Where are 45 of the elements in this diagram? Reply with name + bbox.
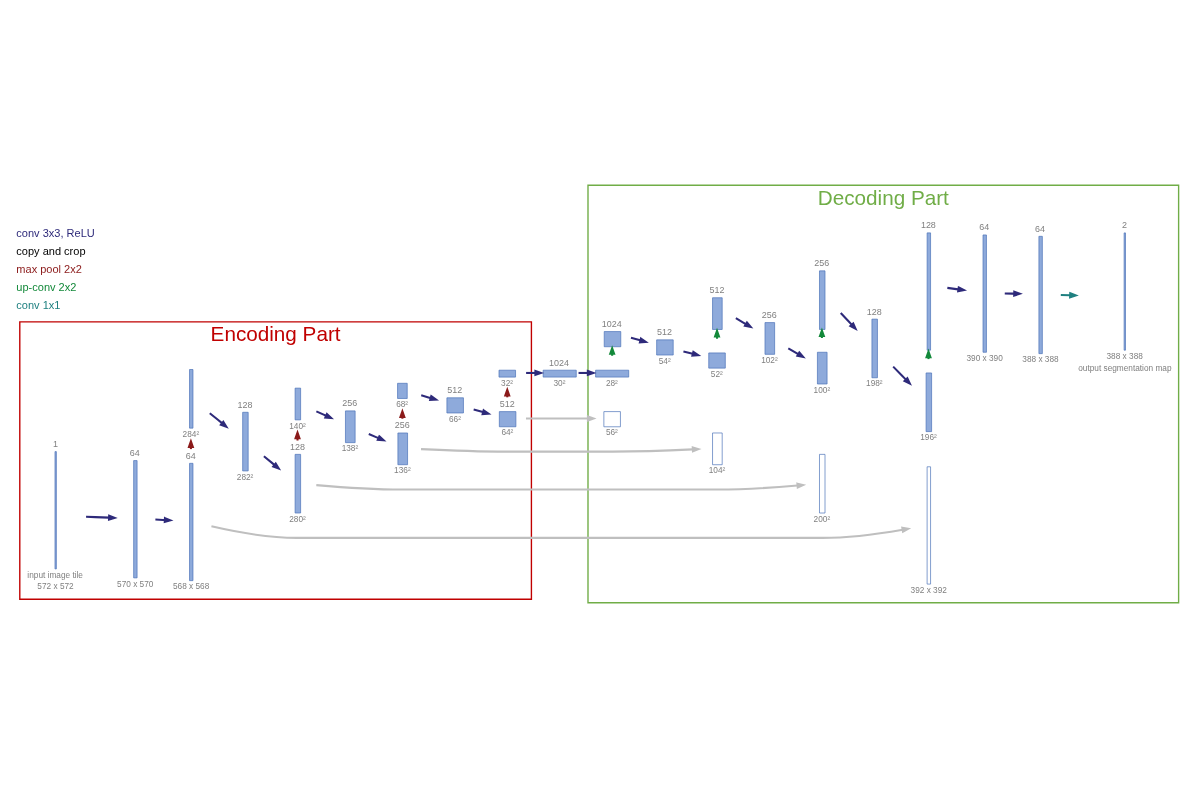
arrow xyxy=(892,365,912,386)
node-label: 1024 xyxy=(601,319,622,329)
arrow xyxy=(787,347,806,359)
arrow xyxy=(316,482,807,491)
arrow xyxy=(1004,290,1023,298)
arrow xyxy=(211,525,912,539)
arrow xyxy=(86,514,118,521)
arrow xyxy=(526,415,597,422)
node-label: 64 xyxy=(979,222,990,233)
arrow xyxy=(263,455,282,471)
arrow xyxy=(420,394,440,402)
node-label: 256 xyxy=(761,310,777,321)
legend-label: copy and crop xyxy=(16,244,86,257)
node-label: 64 xyxy=(1035,223,1046,234)
node-label: 512 xyxy=(656,327,672,338)
node-label: 512 xyxy=(709,285,725,296)
node-label: 2 xyxy=(1122,220,1128,231)
node-label: 256 xyxy=(394,420,410,431)
legend-label: max pool 2x2 xyxy=(16,262,82,275)
arrow xyxy=(947,285,968,293)
arrow xyxy=(473,408,492,416)
node-label: 64 xyxy=(129,448,140,459)
node-label: 256 xyxy=(814,258,830,269)
arrow xyxy=(630,336,649,344)
node-label: 128 xyxy=(920,220,936,231)
legend-label: conv 1x1 xyxy=(16,298,61,311)
arrow xyxy=(683,350,702,357)
node-label: 1024 xyxy=(549,357,569,368)
legend-label: up-conv 2x2 xyxy=(16,280,77,293)
node-label: 1 xyxy=(52,439,58,450)
arrow xyxy=(840,312,858,332)
node-label: 256 xyxy=(342,398,358,409)
arrow xyxy=(735,317,754,329)
node-label: 128 xyxy=(866,306,882,317)
node-label: 128 xyxy=(237,399,253,410)
node-label: 512 xyxy=(447,385,463,396)
arrow xyxy=(294,429,301,441)
arrow xyxy=(315,410,335,420)
node-label: 512 xyxy=(499,399,515,410)
node-label: 128 xyxy=(289,441,305,452)
legend-label: conv 3x3, ReLU xyxy=(16,226,95,239)
arrow xyxy=(420,446,702,453)
node-label: 64 xyxy=(185,450,196,461)
arrow xyxy=(155,516,174,524)
arrow xyxy=(209,412,229,429)
